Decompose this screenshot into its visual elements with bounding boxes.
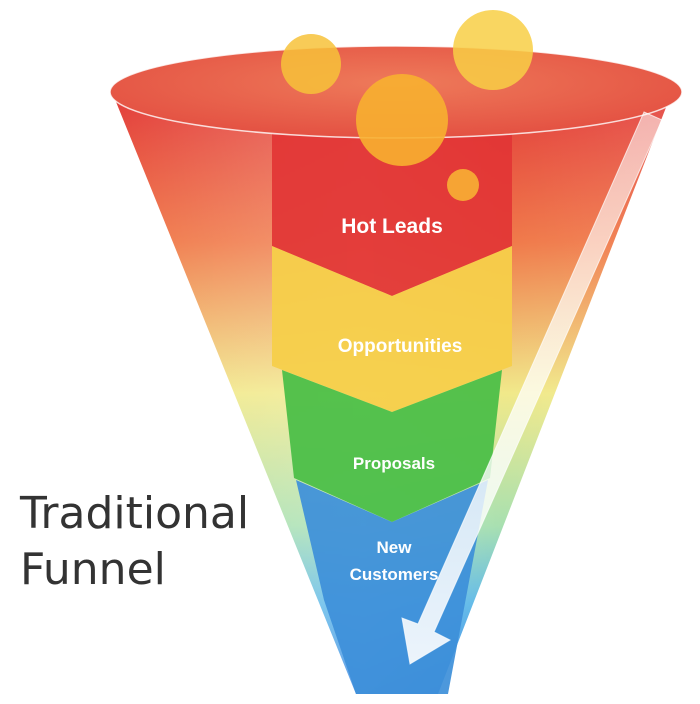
- stage-band-hot-leads: [272, 132, 512, 296]
- diagram-title-line-1: Traditional: [19, 488, 249, 539]
- stage-label-proposals: Proposals: [353, 454, 435, 473]
- stage-label-new: New: [377, 538, 413, 557]
- bubble: [447, 169, 479, 201]
- diagram-title-line-2: Funnel: [20, 544, 166, 595]
- arrow-down-icon: [401, 111, 663, 665]
- stage-label-opportunities: Opportunities: [338, 336, 463, 357]
- bubble: [453, 10, 533, 90]
- bubble: [281, 34, 341, 94]
- stage-label-hot-leads: Hot Leads: [341, 215, 443, 238]
- stage-band-opportunities: [272, 246, 512, 412]
- bubble: [356, 74, 448, 166]
- stage-band-proposals: [282, 370, 502, 522]
- stage-label-customers: Customers: [350, 565, 439, 584]
